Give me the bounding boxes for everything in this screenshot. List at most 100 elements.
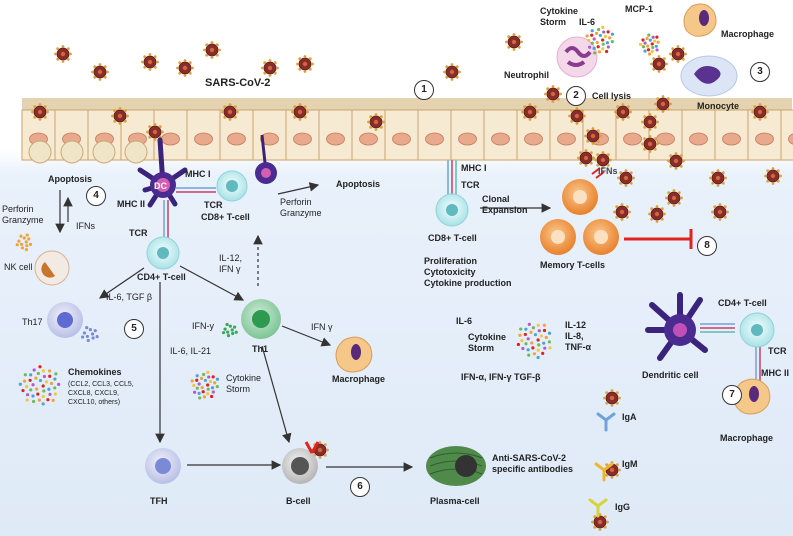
cytokine-dot — [42, 389, 46, 393]
cytokine-dot — [605, 41, 610, 45]
label-tcr-right: TCR — [461, 180, 480, 190]
cytokine-dot — [34, 376, 38, 380]
cytokine-dot — [195, 378, 199, 382]
label-clonal-expansion: Clonal Expansion — [482, 194, 528, 215]
cytokine-dot — [208, 379, 213, 384]
cytokine-dot — [82, 331, 87, 335]
label-tcr-left: TCR — [129, 228, 148, 238]
cytokine-dot — [641, 45, 646, 49]
cytokine-dot — [41, 369, 45, 373]
label-macrophage-top: Macrophage — [721, 29, 775, 39]
cytokine-dot — [88, 328, 92, 332]
cytokine-dot — [225, 322, 229, 327]
cytokine-dot — [585, 34, 589, 38]
virus-particle — [669, 45, 687, 63]
label-ifns-right: IFNs — [598, 166, 618, 176]
cytokine-dot — [28, 242, 33, 246]
label-tfh: TFH — [150, 496, 168, 506]
cytokine-dot — [597, 50, 602, 54]
cytokine-dot — [532, 352, 536, 356]
cytokine-dot — [27, 237, 31, 241]
epithelial-cell — [747, 109, 782, 161]
receptor-stripes — [163, 160, 761, 384]
cytokine-dot — [647, 52, 652, 56]
cytokine-dot — [192, 383, 196, 388]
cytokine-dot — [542, 341, 546, 345]
cytokine-dot — [49, 381, 54, 386]
cytokine-dot — [527, 353, 531, 357]
cytokine-dot — [207, 375, 211, 379]
cytokine-dot — [51, 398, 55, 402]
label-cd4-center: CD4+ T-cell — [137, 272, 186, 282]
cytokine-dot — [48, 374, 52, 378]
label-th17: Th17 — [22, 317, 43, 327]
label-cytokine-storm-right: Cytokine Storm — [468, 332, 507, 353]
virus-particle — [568, 107, 586, 125]
cytokine-dot — [536, 323, 540, 327]
cytokine-dot — [232, 325, 237, 329]
cytokine-dot — [531, 346, 535, 350]
label-cd8-right: CD8+ T-cell — [428, 233, 477, 243]
cytokine-dot — [195, 374, 199, 378]
cytokine-dot — [200, 385, 204, 390]
step-number-5: 5 — [124, 319, 144, 339]
neutrophil-monocyte — [556, 36, 738, 97]
epithelial-cell — [384, 109, 419, 161]
virus-particle — [296, 55, 314, 73]
cytokine-dot — [647, 33, 651, 37]
cytokine-dot — [548, 346, 552, 350]
cytokine-dot — [520, 338, 524, 343]
nk-cell — [34, 250, 70, 286]
cytokine-dot — [542, 328, 547, 333]
label-il12-ifng: IL-12, IFN γ — [219, 253, 243, 274]
virus-particle — [505, 33, 523, 51]
cytokine-dot — [223, 327, 227, 331]
cytokine-dot — [530, 341, 534, 345]
macrophages — [335, 3, 771, 415]
label-monocyte: Monocyte — [697, 101, 740, 111]
cytokine-dot — [518, 333, 522, 337]
cytokine-dot — [516, 342, 520, 347]
label-chemokines: Chemokines — [68, 367, 122, 377]
cytokine-dot — [592, 46, 596, 50]
cytokine-dot — [211, 390, 215, 394]
virus-particle — [654, 95, 672, 113]
cytokine-dot — [653, 39, 657, 43]
title: SARS-CoV-2 — [205, 77, 271, 89]
virus-particle — [91, 63, 109, 81]
step-number-2: 2 — [566, 86, 586, 106]
cytokine-dot — [25, 233, 29, 237]
label-mhc1-right: MHC I — [461, 163, 487, 173]
cytokine-dot — [90, 332, 95, 336]
cytokine-dot — [646, 48, 651, 52]
cytokine-dot — [24, 240, 28, 244]
virus-particle — [111, 107, 129, 125]
label-cd4-right: CD4+ T-cell — [718, 298, 767, 308]
virus-particle — [751, 103, 769, 121]
epithelial-cell — [450, 109, 485, 161]
cytokine-dot — [210, 394, 214, 399]
epithelial-cell — [681, 109, 716, 161]
cytokine-dot — [86, 338, 90, 343]
cytokine-dot — [22, 236, 26, 240]
cytokine-dot — [656, 40, 660, 44]
cytokine-dot — [544, 335, 548, 340]
cytokine-dot — [531, 326, 535, 330]
label-nk-cell: NK cell — [4, 262, 33, 272]
cytokine-dot — [527, 322, 531, 326]
epithelial-cell — [318, 109, 353, 161]
virus-particle — [311, 441, 329, 459]
cytokine-dot — [537, 329, 541, 333]
epithelial-cell — [417, 109, 452, 161]
cytokine-dot — [47, 387, 51, 391]
cytokine-dot — [536, 348, 540, 352]
cytokine-dot — [655, 48, 659, 52]
virus-particle — [577, 149, 595, 167]
cytokine-dot — [203, 378, 207, 383]
label-dendritic-cell: Dendritic cell — [642, 370, 699, 380]
cytokine-dot — [19, 234, 23, 238]
cytokine-dot — [31, 394, 35, 398]
label-mhc2-right: MHC II — [761, 368, 789, 378]
cytokine-dot — [596, 45, 600, 49]
dendritic-cell-left — [137, 137, 188, 208]
